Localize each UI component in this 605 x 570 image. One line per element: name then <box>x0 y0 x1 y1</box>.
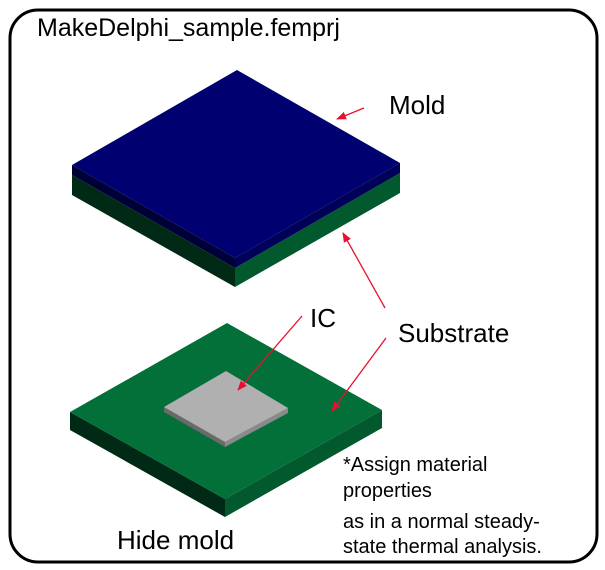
mold-arrow <box>336 107 365 120</box>
mold-on-substrate-model <box>72 70 400 287</box>
ic-label: IC <box>310 303 336 333</box>
substrate-right-side <box>235 173 400 287</box>
note-line-2: properties <box>343 480 432 502</box>
ic-top-face <box>164 371 288 442</box>
substrate-arrow-top <box>342 232 386 309</box>
substrate-left-side <box>72 175 235 287</box>
mold-right-side <box>235 163 400 268</box>
ic-arrow <box>237 315 303 391</box>
mold-top-face <box>72 70 400 258</box>
note-line-1: *Assign material <box>343 454 488 476</box>
note-line-4: state thermal analysis. <box>343 536 542 558</box>
substrate-arrow-bottom <box>331 337 387 412</box>
substrate-right-side <box>225 410 382 517</box>
hide-mold-label: Hide mold <box>117 525 234 555</box>
ic-left-side <box>164 407 225 447</box>
file-title: MakeDelphi_sample.femprj <box>37 14 340 42</box>
note-line-3: as in a normal steady- <box>343 511 540 533</box>
mold-label: Mold <box>389 90 445 120</box>
frame-border <box>8 8 599 564</box>
substrate-label: Substrate <box>398 318 509 348</box>
substrate-with-ic-model <box>70 323 382 517</box>
ic-right-side <box>225 408 288 447</box>
substrate-left-side <box>70 412 225 517</box>
mold-left-side <box>72 165 235 268</box>
